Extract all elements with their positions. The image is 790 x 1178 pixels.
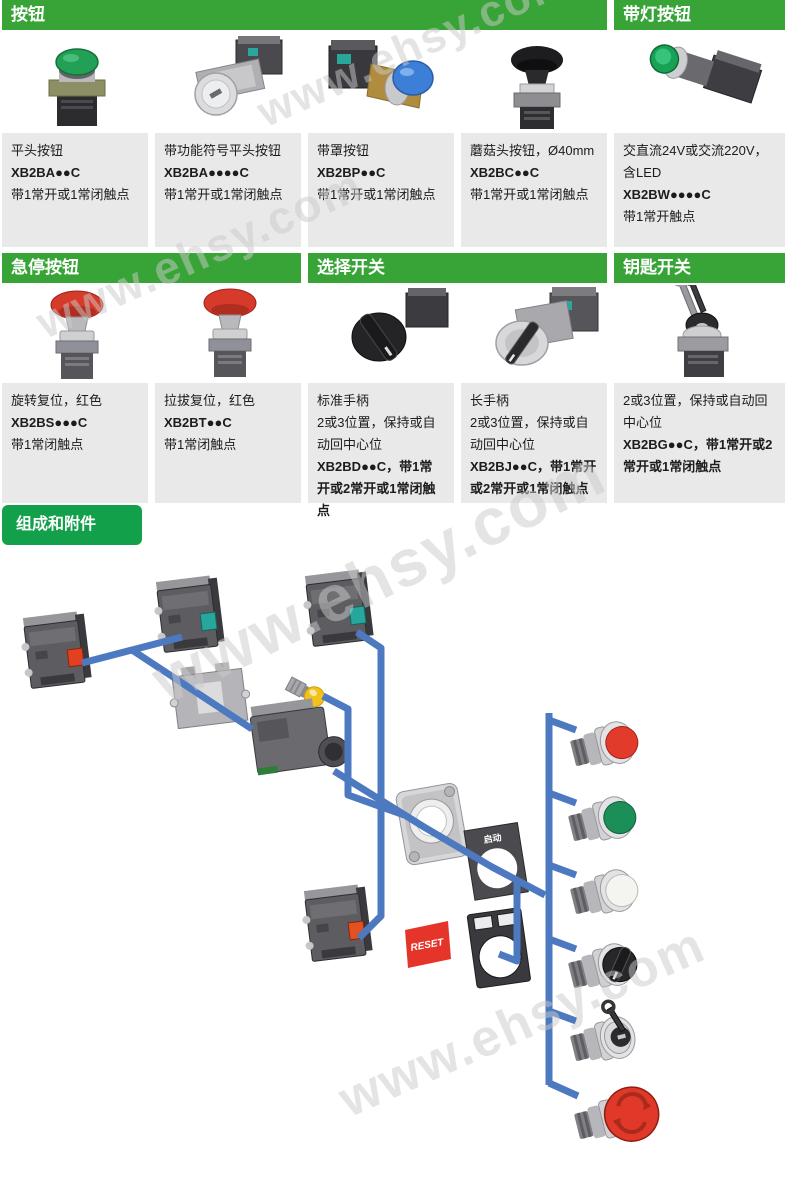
product-name: 蘑菇头按钮，Ø40mm	[470, 143, 595, 158]
product-photo-row-2	[2, 283, 785, 383]
product-text-row-1: 平头按钮 XB2BA●●C 带1常开或1常闭触点 带功能符号平头按钮 XB2BA…	[2, 133, 785, 247]
components-exploded-diagram: 启动 RESET	[17, 568, 660, 1148]
product-position: 2或3位置，保持或自动回中心位	[317, 415, 436, 452]
section-header-illuminated-pushbuttons: 带灯按钮	[614, 0, 785, 30]
product-model: XB2BC●●C	[470, 165, 540, 180]
emergency-stop-mushroom-head-icon	[571, 1086, 660, 1148]
product-photo-key-switch	[614, 283, 785, 383]
key-switch-photo	[670, 285, 728, 377]
product-name: 交直流24V或交流220V，含LED	[623, 143, 768, 180]
emergency-stop-pull-photo	[203, 288, 257, 378]
product-cell: 标准手柄 2或3位置，保持或自动回中心位 XB2BD●●C，带1常开或2常开或1…	[308, 383, 454, 518]
product-cell: 平头按钮 XB2BA●●C 带1常开或1常闭触点	[2, 133, 148, 247]
section-header-key-switch: 钥匙开关	[614, 253, 785, 283]
flat-head-pushbutton-green-photo	[48, 47, 106, 126]
product-photo-illuminated-green	[614, 30, 785, 133]
product-name: 长手柄	[470, 393, 510, 408]
reset-legend-icon: RESET	[405, 921, 451, 968]
product-name: 平头按钮	[11, 143, 64, 158]
no-contact-block-icon	[299, 568, 375, 648]
pushbutton-head-red-icon	[567, 717, 640, 775]
square-legend-holder-icon	[466, 907, 531, 989]
section-header-emergency-stop: 急停按钮	[2, 253, 301, 283]
product-cell: 2或3位置，保持或自动回中心位 XB2BG●●C，带1常开或2常开或1常闭触点	[614, 383, 785, 503]
product-model-desc: XB2BJ●●C，带1常开或2常开或1常闭触点	[470, 459, 597, 496]
selector-standard-handle-photo	[351, 288, 449, 362]
product-photo-row-1	[2, 30, 785, 133]
product-cell: 旋转复位，红色 XB2BS●●●C 带1常闭触点	[2, 383, 148, 503]
product-text-row-2: 旋转复位，红色 XB2BS●●●C 带1常闭触点 拉拔复位，红色 XB2BT●●…	[2, 383, 785, 518]
product-photo-estop-pull	[155, 283, 301, 383]
product-desc: 带1常开或1常闭触点	[11, 187, 130, 202]
product-cell: 拉拔复位，红色 XB2BT●●C 带1常闭触点	[155, 383, 301, 503]
product-photo-selector-long	[461, 283, 607, 383]
product-desc: 带1常开或1常闭触点	[164, 187, 283, 202]
product-photo-selector-standard	[308, 283, 454, 383]
header-row-2: 急停按钮 选择开关 钥匙开关	[2, 253, 785, 283]
product-desc: 带1常开触点	[623, 209, 696, 224]
header-row-1: 按钮 带灯按钮	[2, 0, 785, 30]
product-position: 2或3位置，保持或自动回中心位	[623, 393, 768, 430]
product-photo-flat-green	[2, 30, 148, 133]
nc-contact-block-icon	[17, 610, 93, 690]
no-contact-block-icon	[150, 574, 226, 654]
mounting-collar-icon	[395, 783, 469, 866]
booted-pushbutton-blue-photo	[328, 39, 434, 109]
product-name: 带功能符号平头按钮	[164, 143, 282, 158]
product-model-desc: XB2BD●●C，带1常开或2常开或1常闭触点	[317, 459, 436, 518]
product-position: 2或3位置，保持或自动回中心位	[470, 415, 589, 452]
product-photo-symbol-flat	[155, 30, 301, 133]
product-model: XB2BS●●●C	[11, 415, 88, 430]
section-header-pushbuttons: 按钮	[2, 0, 607, 30]
product-cell: 交直流24V或交流220V，含LED XB2BW●●●●C 带1常开触点	[614, 133, 785, 247]
flat-head-symbol-pushbutton-photo	[194, 35, 283, 116]
product-cell: 带罩按钮 XB2BP●●C 带1常开或1常闭触点	[308, 133, 454, 247]
key-switch-head-icon	[567, 999, 640, 1070]
selector-handle-head-icon	[565, 939, 638, 997]
product-name: 旋转复位，红色	[11, 393, 103, 408]
product-model: XB2BA●●C	[11, 165, 81, 180]
product-name: 标准手柄	[317, 393, 370, 408]
product-photo-estop-turn	[2, 283, 148, 383]
product-desc: 带1常开或1常闭触点	[317, 187, 436, 202]
pushbutton-head-white-icon	[567, 865, 640, 923]
product-name: 拉拔复位，红色	[164, 393, 256, 408]
product-desc: 带1常闭触点	[11, 437, 84, 452]
product-cell: 长手柄 2或3位置，保持或自动回中心位 XB2BJ●●C，带1常开或2常开或1常…	[461, 383, 607, 503]
product-model: XB2BT●●C	[164, 415, 232, 430]
light-block-body-icon	[249, 698, 350, 776]
product-name: 带罩按钮	[317, 143, 370, 158]
led-lamp-icon	[284, 676, 325, 708]
product-photo-blue-booted	[308, 30, 454, 133]
connector-lines	[81, 629, 580, 1100]
section-header-selector-switch: 选择开关	[308, 253, 607, 283]
pushbutton-head-green-icon	[565, 792, 638, 850]
product-model: XB2BW●●●●C	[623, 187, 711, 202]
product-model: XB2BP●●C	[317, 165, 386, 180]
selector-long-handle-photo	[495, 287, 599, 366]
section-badge-components-accessories: 组成和附件	[2, 505, 142, 545]
product-model-desc: XB2BG●●C，带1常开或2常开或1常闭触点	[623, 437, 773, 474]
mushroom-pushbutton-black-photo	[511, 45, 563, 129]
product-desc: 带1常闭触点	[164, 437, 237, 452]
product-model: XB2BA●●●●C	[164, 165, 249, 180]
emergency-stop-turn-photo	[50, 290, 104, 380]
nc-contact-block-icon	[298, 883, 374, 963]
product-desc: 带1常开或1常闭触点	[470, 187, 589, 202]
product-cell: 蘑菇头按钮，Ø40mm XB2BC●●C 带1常开或1常闭触点	[461, 133, 607, 247]
legend-plate-text: 启动	[483, 831, 503, 845]
illuminated-pushbutton-green-photo	[649, 43, 762, 104]
product-cell: 带功能符号平头按钮 XB2BA●●●●C 带1常开或1常闭触点	[155, 133, 301, 247]
product-photo-black-mushroom	[461, 30, 607, 133]
